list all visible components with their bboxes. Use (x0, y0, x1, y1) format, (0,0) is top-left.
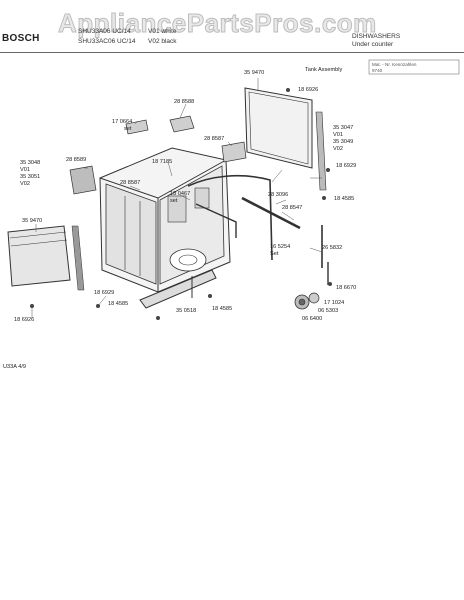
tub-body (99, 147, 231, 293)
model-line-1: SHU33A06 UC/14 (78, 28, 131, 35)
part-label: 28 8589 (66, 157, 87, 163)
header-rule (0, 52, 464, 53)
part-label: 18 6670 (336, 285, 357, 291)
part-label: 18 7185 (152, 159, 173, 165)
part-label: 26 5832 (322, 245, 343, 251)
hose-frame (187, 174, 273, 261)
part-label: Set (270, 251, 279, 257)
part-label: V01 (333, 132, 343, 138)
bracket-side (69, 165, 97, 195)
bracket-top (169, 115, 195, 133)
bracket-right (221, 141, 247, 163)
leader-lines (31, 78, 323, 318)
part-label: 35 3048 (20, 160, 41, 166)
part-label: 18 6926 (298, 87, 319, 93)
subcategory: Under counter (352, 41, 394, 48)
legend-box (368, 59, 460, 75)
part-label: 18 4585 (334, 196, 355, 202)
part-label: 35 0518 (176, 308, 197, 314)
footer-code: U33A 4/9 (3, 364, 27, 370)
part-label: 06 5303 (318, 308, 339, 314)
side-seal-right (315, 111, 327, 191)
section-label: Tank Assembly (305, 67, 343, 73)
part-label: set (124, 126, 132, 132)
part-label: 17 0664 (112, 119, 133, 125)
legend-sub: 9740 (372, 68, 383, 73)
screws (30, 88, 332, 320)
model-line-1-suffix: V01 white (148, 28, 177, 35)
part-label: 28 8587 (120, 180, 141, 186)
part-label: 06 6400 (302, 316, 323, 322)
part-label: 35 9470 (244, 70, 265, 76)
part-label: 18 0467 (170, 191, 191, 197)
part-label: 28 3096 (268, 192, 289, 198)
wheel-assembly (294, 292, 320, 310)
part-label: set (170, 198, 178, 204)
part-label: V02 (333, 146, 343, 152)
part-label: 35 3049 (333, 139, 354, 145)
category: DISHWASHERS (352, 33, 401, 40)
part-label: 16 5254 (270, 244, 291, 250)
model-line-2-suffix: V02 black (148, 38, 177, 45)
rail-bar (241, 196, 301, 230)
part-label: 18 6926 (14, 317, 35, 323)
part-label: 18 4585 (212, 306, 233, 312)
part-label: 35 3051 (20, 174, 41, 180)
brand-logo: BOSCH (2, 33, 40, 44)
part-label: 17 1024 (324, 300, 345, 306)
part-label: 35 3047 (333, 125, 354, 131)
part-label: 18 4585 (108, 301, 129, 307)
part-label: 35 9470 (22, 218, 43, 224)
part-label: 18 6929 (94, 290, 115, 296)
side-panel-left (7, 225, 71, 287)
bracket-left (125, 119, 149, 135)
part-label: 28 8547 (282, 205, 303, 211)
part-label: V02 (20, 181, 30, 187)
part-label: 28 8588 (174, 99, 195, 105)
part-label: 18 6929 (336, 163, 357, 169)
legend: Mat. - Nr. Kennzahlen (372, 62, 417, 67)
part-label: 28 8587 (204, 136, 225, 142)
base-plinth (139, 269, 217, 309)
part-label: V01 (20, 167, 30, 173)
model-line-2: SHU33AC06 UC/14 (78, 38, 136, 45)
tank-panel-rear (244, 87, 313, 169)
hose-lower (195, 203, 237, 238)
side-seal-left (71, 225, 85, 291)
